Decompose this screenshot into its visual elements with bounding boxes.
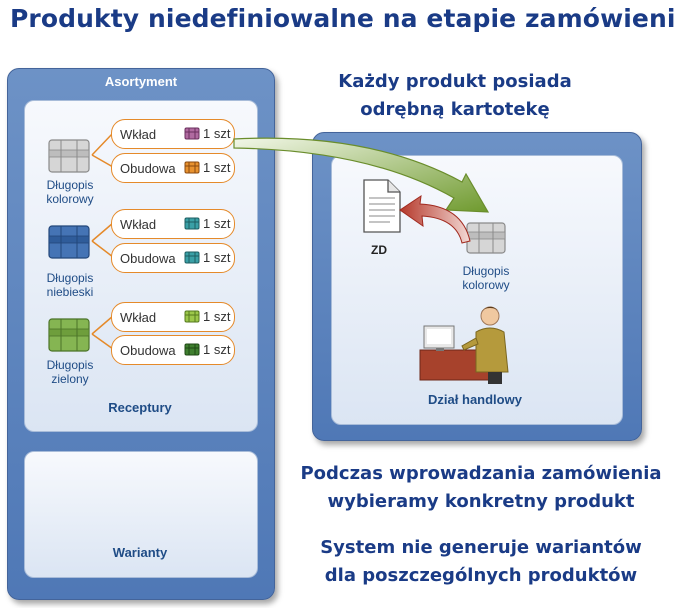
component-name: Wkład [120, 216, 157, 232]
variants-label: Warianty [112, 545, 168, 560]
component-pill: Obudowa 1 szt [111, 335, 235, 365]
component-name: Obudowa [120, 250, 176, 266]
component-box-icon [184, 127, 200, 140]
component-box-icon [184, 161, 200, 174]
department-label: Dział handlowy [428, 392, 522, 407]
product-box-icon [48, 139, 90, 173]
variants-note: System nie generuje wariantów dla poszcz… [320, 537, 642, 586]
component-pill: Wkład 1 szt [111, 119, 235, 149]
component-qty: 1 szt [203, 342, 231, 357]
component-box-icon [184, 343, 200, 356]
component-qty: 1 szt [203, 216, 231, 231]
component-pill: Wkład 1 szt [111, 209, 235, 239]
component-qty: 1 szt [203, 126, 231, 141]
product-name: Długopis niebieski [46, 271, 94, 299]
component-name: Obudowa [120, 160, 176, 176]
product-name: Długopis zielony [46, 358, 94, 386]
assortment-title: Asortyment [104, 74, 178, 89]
product-name: Długopis kolorowy [462, 264, 510, 292]
product-name: Długopis kolorowy [46, 178, 94, 206]
component-pill: Wkład 1 szt [111, 302, 235, 332]
component-name: Obudowa [120, 342, 176, 358]
recipes-label: Receptury [108, 400, 172, 415]
order-note: Podczas wprowadzania zamówienia wybieram… [300, 463, 662, 512]
component-box-icon [184, 217, 200, 230]
component-name: Wkład [120, 309, 157, 325]
product-box-icon [466, 222, 506, 254]
variants-box [24, 451, 258, 578]
page-title: Produkty niedefiniowalne na etapie zamów… [10, 4, 674, 33]
document-label: ZD [371, 243, 387, 257]
component-name: Wkład [120, 126, 157, 142]
component-box-icon [184, 251, 200, 264]
component-qty: 1 szt [203, 309, 231, 324]
document-icon [363, 179, 401, 233]
right-caption: Każdy produkt posiada odrębną kartotekę [338, 71, 572, 120]
salesperson-icon [419, 306, 509, 384]
component-box-icon [184, 310, 200, 323]
component-qty: 1 szt [203, 250, 231, 265]
component-pill: Obudowa 1 szt [111, 243, 235, 273]
component-pill: Obudowa 1 szt [111, 153, 235, 183]
product-box-icon [48, 318, 90, 352]
component-qty: 1 szt [203, 160, 231, 175]
product-box-icon [48, 225, 90, 259]
